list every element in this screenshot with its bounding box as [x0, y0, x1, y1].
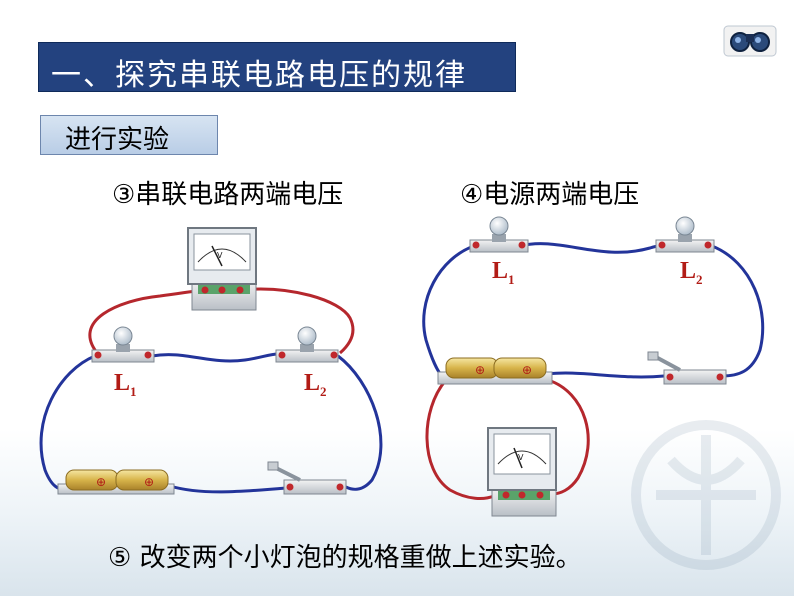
title-bar: 一、探究串联电路电压的规律 — [38, 42, 516, 93]
page-title: 一、探究串联电路电压的规律 — [51, 58, 467, 93]
binoculars-icon — [723, 25, 777, 57]
wire-left-red-2 — [239, 287, 355, 355]
label-l1-left: L1 — [114, 370, 137, 399]
lamp-l1-left — [91, 326, 155, 363]
wire-right-blue-mid — [547, 371, 665, 379]
caption-source-voltage: ④电源两端电压 — [460, 180, 640, 210]
wire-right-blue-right — [711, 244, 765, 378]
svg-text:⊕: ⊕ — [144, 475, 154, 489]
svg-text:⊕: ⊕ — [96, 475, 106, 489]
wire-right-red-right — [547, 378, 590, 496]
battery-right: ⊕ ⊕ — [437, 357, 553, 385]
voltmeter-right: V — [487, 427, 557, 517]
wire-right-red-left — [425, 379, 495, 500]
svg-text:⊕: ⊕ — [522, 363, 532, 377]
wire-right-blue-left — [422, 244, 475, 378]
wire-left-blue-main — [39, 354, 96, 491]
label-l2-left: L2 — [304, 370, 327, 399]
lamp-l2-left — [275, 326, 339, 363]
instruction-text: ⑤ 改变两个小灯泡的规格重做上述实验。 — [108, 543, 582, 573]
wire-left-blue-right — [337, 354, 383, 491]
step-label: 进行实验 — [65, 125, 170, 155]
step-label-box: 进行实验 — [40, 115, 218, 155]
wire-left-blue-mid — [151, 352, 279, 363]
watermark-logo-icon — [631, 420, 781, 570]
voltmeter-left: V — [187, 227, 257, 311]
caption-series-voltage: ③串联电路两端电压 — [112, 180, 344, 210]
switch-left — [267, 461, 347, 495]
left-circuit: V ⊕ ⊕ — [39, 227, 383, 495]
wire-right-blue-top — [519, 242, 661, 254]
lamp-l1-right — [469, 216, 529, 253]
label-l1-right: L1 — [492, 258, 515, 287]
lamp-l2-right — [655, 216, 715, 253]
wire-left-red-1 — [88, 288, 209, 355]
label-l2-right: L2 — [680, 258, 703, 287]
svg-text:V: V — [217, 251, 223, 260]
svg-text:V: V — [518, 453, 524, 462]
right-circuit: ⊕ ⊕ V — [422, 216, 765, 517]
wire-left-blue-bottom — [169, 484, 287, 494]
battery-left: ⊕ ⊕ — [57, 469, 175, 495]
switch-right — [647, 351, 727, 385]
svg-text:⊕: ⊕ — [475, 363, 485, 377]
